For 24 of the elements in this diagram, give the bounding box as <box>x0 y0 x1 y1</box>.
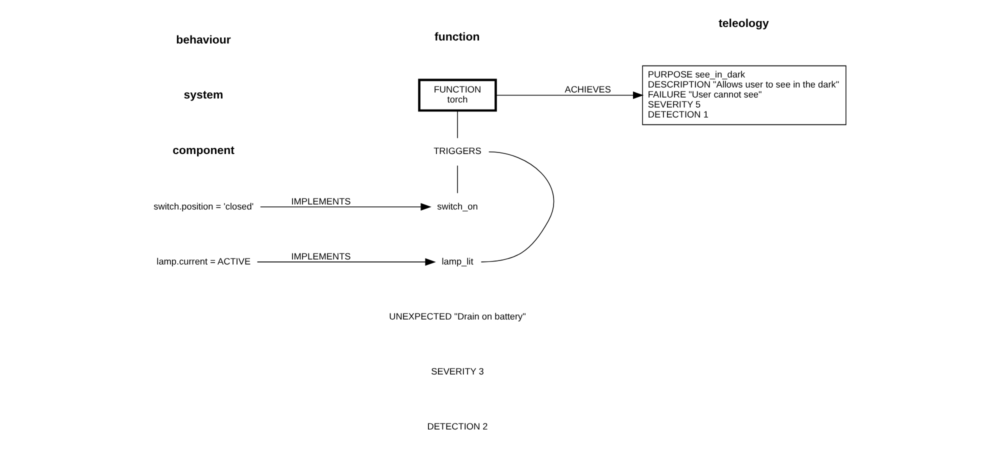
label: function <box>434 32 480 44</box>
label: system <box>184 90 224 102</box>
label: UNEXPECTED "Drain on battery" <box>389 311 526 322</box>
arrow <box>256 258 436 266</box>
label: SEVERITY 3 <box>431 366 484 376</box>
node-box: FUNCTION torch <box>418 78 497 112</box>
label: behaviour <box>176 34 231 47</box>
node-box: PURPOSE see_in_dark DESCRIPTION "Allows user to see in the dark" FAILURE "User cannot see" SEVERITY 5 DETECTION 1 <box>642 65 846 126</box>
node-text: lamp.current = ACTIVE <box>156 256 251 266</box>
edge-label: IMPLEMENTS <box>291 251 351 262</box>
connector <box>457 110 458 138</box>
edge-label: ACHIEVES <box>564 84 612 95</box>
connector <box>457 165 458 194</box>
label: DETECTION 2 <box>427 421 488 432</box>
node-text: switch.position = 'closed' <box>154 201 254 212</box>
arrow <box>260 203 432 211</box>
connector <box>480 151 554 262</box>
node-text: lamp_lit <box>442 256 474 266</box>
label: component <box>172 144 234 157</box>
node-text: switch_on <box>437 201 478 212</box>
node-text: TRIGGERS <box>434 146 482 156</box>
edge-label: IMPLEMENTS <box>291 196 351 206</box>
arrow <box>495 92 644 99</box>
label: teleology <box>718 18 769 30</box>
